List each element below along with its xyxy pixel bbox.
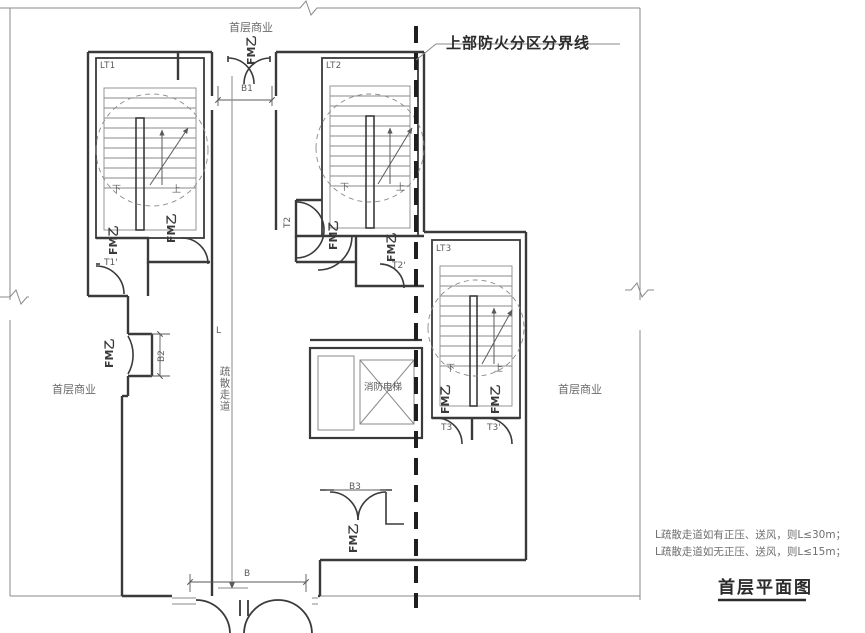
stair-direction-down-lt2: 下 [340, 183, 350, 193]
stair-code-t2p: T2' [392, 261, 406, 271]
stair-code-t3p: T3' [487, 423, 501, 433]
fire-door-label-left-mid: FM乙 [103, 338, 116, 368]
dimension-label-l: L [216, 326, 222, 336]
dimension-label-b1: B1 [241, 84, 253, 94]
stair-code-t1p: T1' [104, 258, 118, 268]
fire-boundary-note: 上部防火分区分界线 [446, 34, 591, 52]
stair-code-t2: T2 [283, 216, 293, 228]
room-label-commercial-left: 首层商业 [52, 383, 96, 396]
stair-direction-up-lt1: 上 [172, 185, 182, 195]
stair-label-lt1: LT1 [100, 61, 116, 71]
fire-door-label-lt1-left: FM乙 [107, 225, 120, 255]
room-label-commercial-top: 首层商业 [229, 21, 273, 34]
stair-label-lt3: LT3 [436, 244, 452, 254]
room-label-corridor: 疏散走道 [218, 366, 231, 412]
fire-door-label-bottom: FM乙 [347, 523, 360, 553]
fire-door-label-lt3-left: FM乙 [439, 384, 452, 414]
note-line-1: L疏散走道如有正压、送风，则L≤30m； [655, 529, 847, 541]
room-label-fire-elevator: 消防电梯 [364, 382, 403, 393]
stair-direction-down-lt3: 下 [446, 364, 456, 374]
dimension-label-b3: B3 [349, 482, 361, 492]
dimension-label-b: B [244, 569, 251, 579]
room-label-commercial-right: 首层商业 [558, 383, 602, 396]
note-line-2: L疏散走道如无正压、送风，则L≤15m； [655, 546, 847, 558]
fire-door-label-lt2-mid: FM乙 [327, 220, 340, 250]
drawing-title: 首层平面图 [718, 578, 813, 598]
fire-door-label-lt2-right: FM乙 [385, 232, 398, 262]
stair-label-lt2: LT2 [326, 61, 342, 71]
stair-code-t3: T3 [441, 423, 453, 433]
dimension-label-b2: B2 [157, 350, 167, 362]
stair-direction-up-lt3: 上 [494, 364, 504, 374]
fire-door-label-top: FM乙 [245, 35, 258, 65]
stair-direction-down-lt1: 下 [112, 185, 122, 195]
fire-door-label-lt1-right: FM乙 [165, 213, 178, 243]
fire-door-label-lt3-right: FM乙 [489, 384, 502, 414]
stair-direction-up-lt2: 上 [396, 183, 406, 193]
